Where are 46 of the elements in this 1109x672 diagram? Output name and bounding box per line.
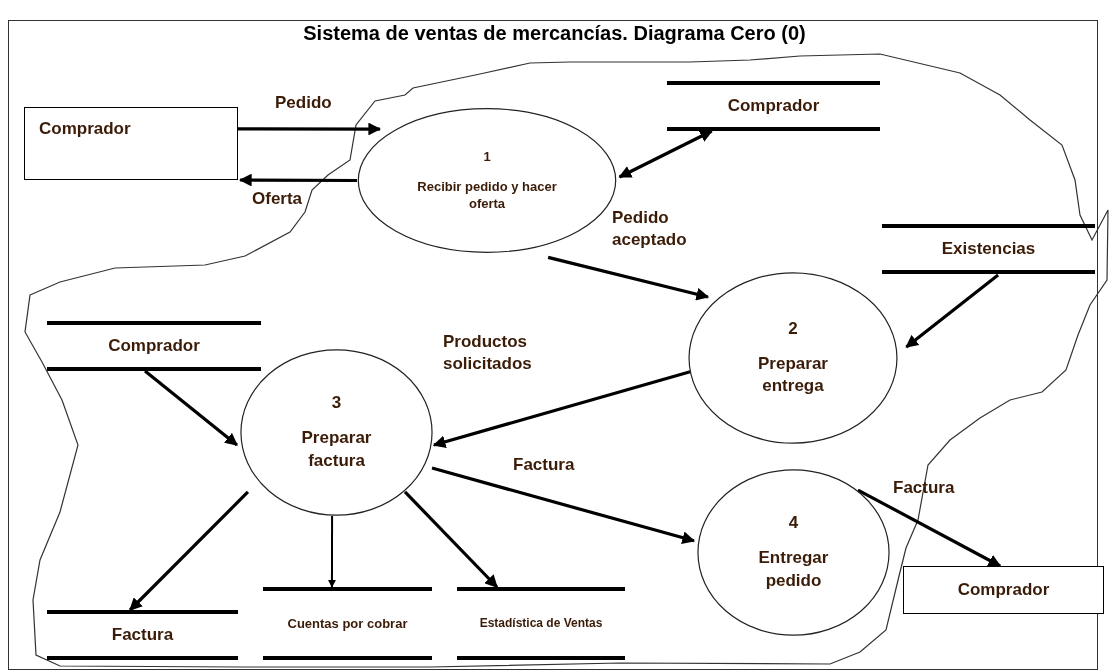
external-entity-box [903,566,1104,614]
entity-name: Existencias [941,237,1036,260]
process-number: 3 [331,392,342,415]
arrow [432,370,691,448]
entity-name: Estadística de Ventas [479,615,603,632]
data-store [263,587,432,660]
process-name: Preparar entrega [757,352,829,398]
entity-name: Comprador [39,118,131,140]
edge-label: Oferta [252,188,303,210]
process-number: 4 [788,512,799,535]
data-store [47,610,238,660]
process-name: Recibir pedido y hacer oferta [416,177,558,213]
arrow [238,173,357,187]
edge-label: Factura [513,454,575,476]
arrow [128,490,250,612]
edge-label: Factura [893,477,955,499]
arrow [431,466,696,544]
process-number: 2 [788,317,798,340]
external-entity-box [24,107,238,180]
arrow [403,490,499,589]
diagram-title: Sistema de ventas de mercancías. Diagrama Cero (0) [303,22,806,45]
arrow [238,122,382,136]
edge-label: Pedido [275,92,332,114]
data-store [457,587,625,660]
arrow [547,255,710,301]
process-name: Preparar factura [300,427,373,472]
data-store [667,81,880,131]
entity-name: Factura [111,623,174,646]
arrow [857,488,1002,568]
data-store [882,224,1095,274]
entity-name: Comprador [956,579,1051,601]
edge-label: Pedido aceptado [612,207,688,252]
arrow [905,273,1000,349]
arrow [327,515,336,588]
process-ellipse [240,349,433,516]
edge-label: Productos solicitados [443,331,533,376]
arrow [144,369,238,447]
entity-name: Comprador [727,94,820,117]
process-number: 1 [483,148,491,166]
process-ellipse [697,469,890,636]
process-ellipse [688,272,898,444]
entity-name: Cuentas por cobrar [287,614,408,633]
arrow [618,129,713,179]
data-store [47,321,261,371]
process-name: Entregar pedido [757,547,830,592]
entity-name: Comprador [108,334,200,357]
